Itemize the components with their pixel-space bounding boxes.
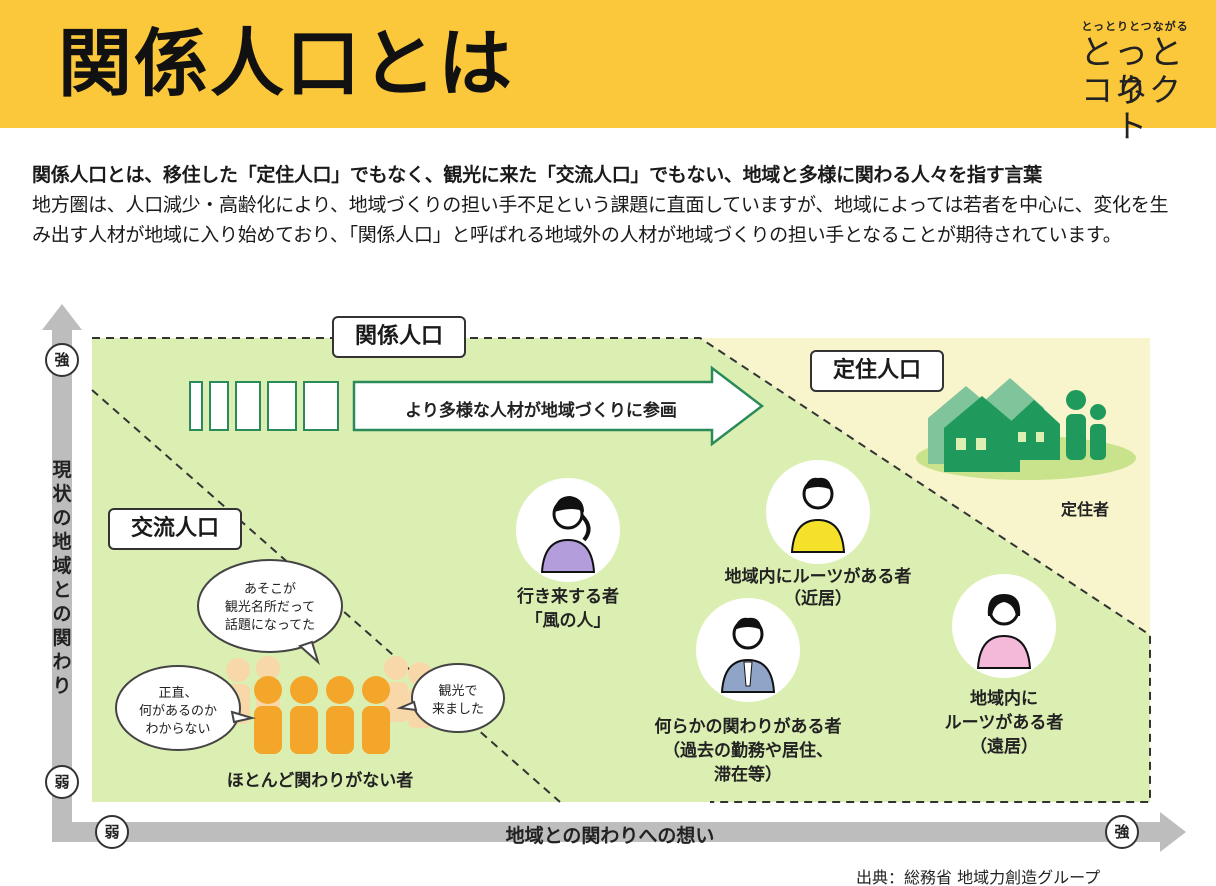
house-icon-front (944, 396, 1060, 472)
logo-tagline: とっとりとつながる (1081, 20, 1189, 33)
participation-arrow (352, 365, 765, 447)
bubble-2-text-1: 正直、 (158, 686, 198, 701)
source-credit: 出典：総務省 地域力創造グループ (856, 868, 1101, 886)
x-axis-label: 地域との関わりへの想い (505, 825, 715, 847)
y-axis-shaft (52, 330, 72, 842)
y-axis-weak: 弱 (54, 773, 70, 791)
label-koryu-jinko: 交流人口 (108, 508, 242, 550)
x-axis-head (1160, 812, 1186, 852)
person-kaze-label-2: 「風の人」 (525, 611, 611, 631)
intro-body: 地方圏は、人口減少・高齢化により、地域づくりの担い手不足という課題に直面していま… (32, 194, 1169, 246)
person-kaze-icon (516, 478, 620, 582)
green-area (92, 338, 1150, 802)
kankei-boundary (92, 337, 1151, 803)
bubble-1-text-2: 観光名所だって (224, 600, 316, 615)
person-enkyo-icon (952, 574, 1056, 678)
person-enkyo-label-2: ルーツがある者 (944, 713, 1064, 733)
logo-line-1: とっとり (1080, 33, 1184, 111)
bubble-2-text-2: 何があるのか (138, 704, 217, 719)
bubble-3-text-2: 来ました (431, 702, 484, 717)
x-weak-circle (95, 815, 129, 849)
crowd-label: ほとんど関わりがない者 (226, 771, 414, 791)
relationship-diagram: 関係人口 定住人口 交流人口 より多様な人材が地域づくりに参画 強 弱 弱 強 … (0, 290, 1216, 886)
y-axis-head (42, 304, 82, 330)
person-kinkyo-label-2: （近居） (784, 589, 852, 609)
bubble-1-text-3: 話題になってた (224, 618, 316, 633)
intro-section: 関係人口とは、移住した「定住人口」でもなく、観光に来た「交流人口」でもない、地域… (32, 160, 1182, 250)
participation-arrow-text: より多様な人材が地域づくりに参画 (405, 401, 677, 421)
intro-lead: 関係人口とは、移住した「定住人口」でもなく、観光に来た「交流人口」でもない、地域… (32, 164, 1042, 186)
person-kako-label-3: 滞在等） (714, 765, 782, 785)
person-enkyo-label-3: （遠居） (970, 737, 1038, 757)
label-kankei-jinko: 関係人口 (332, 316, 466, 358)
person-kako-icon (696, 598, 800, 702)
person-kako-label-2: （過去の勤務や居住、 (663, 741, 833, 761)
person-kinkyo-icon (766, 460, 870, 564)
header-bar: 関係人口とは とっとりとつながる とっとり コネクト (0, 0, 1216, 144)
label-teiju-jinko: 定住人口 (810, 350, 944, 392)
speech-bubble-2 (115, 665, 256, 751)
bubble-3-text-1: 観光で (438, 684, 478, 699)
x-axis-weak: 弱 (104, 823, 120, 841)
speech-bubble-3 (396, 663, 505, 733)
person-enkyo-label-1: 地域内に (970, 689, 1038, 709)
resident-icon (1066, 390, 1106, 460)
speech-bubble-1 (197, 559, 343, 666)
y-strong-circle (45, 343, 79, 377)
bubble-2-text-3: わからない (145, 722, 211, 737)
crowd-icon (254, 676, 390, 754)
person-kako-label-1: 何らかの関わりがある者 (654, 717, 842, 737)
teijusha-label: 定住者 (1060, 500, 1109, 519)
progress-box-5 (303, 381, 339, 431)
x-axis-shaft (52, 822, 1172, 842)
diagram-graphics (42, 304, 1186, 852)
y-weak-circle (45, 765, 79, 799)
person-kaze-label-1: 行き来する者 (517, 587, 619, 607)
bubble-1-text-1: あそこが (243, 582, 296, 597)
page-title: 関係人口とは (58, 21, 514, 107)
y-axis-label: 現状の地域との関わり (52, 459, 72, 697)
x-axis-strong: 強 (1114, 823, 1130, 841)
logo-line-2: コネクト (1080, 71, 1183, 145)
progress-box-2 (209, 381, 229, 431)
progress-box-3 (235, 381, 261, 431)
x-strong-circle (1105, 815, 1139, 849)
y-axis-strong: 強 (54, 351, 70, 369)
progress-box-1 (189, 381, 203, 431)
person-kinkyo-label-1: 地域内にルーツがある者 (724, 567, 912, 587)
logo: とっとりとつながる とっとり コネクト (1072, 14, 1202, 144)
progress-box-4 (267, 381, 297, 431)
